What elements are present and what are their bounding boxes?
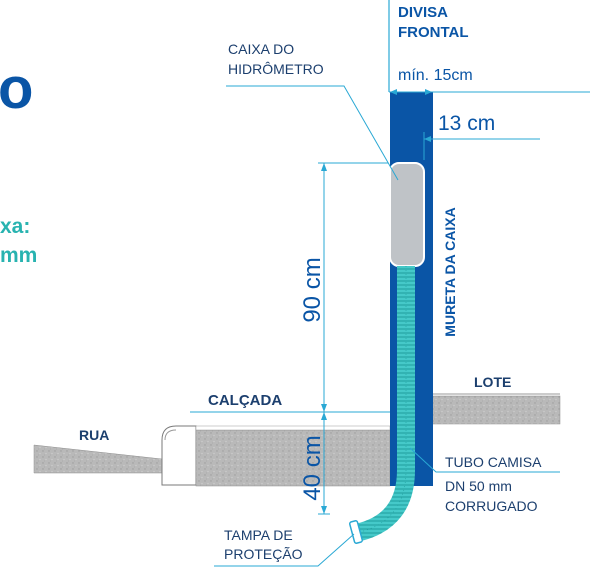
title-fragment: o <box>0 56 33 121</box>
dn-label-1: DN 50 mm <box>445 478 512 494</box>
divisa-label-2: FRONTAL <box>398 24 469 41</box>
subtitle-fragment-2: mm <box>0 244 37 267</box>
lot-ground <box>431 395 561 425</box>
dim-13-label: 13 cm <box>438 112 495 135</box>
corrugated-pipe <box>357 266 415 541</box>
tampa-label-1: TAMPA DE <box>224 527 293 543</box>
curb <box>161 425 197 486</box>
caixa-leader <box>226 85 399 181</box>
caixa-label-1: CAIXA DO <box>228 41 294 57</box>
tampa-leader <box>214 533 355 567</box>
caixa-label-2: HIDRÔMETRO <box>228 61 324 77</box>
sidewalk-slab <box>195 429 391 487</box>
street-surface <box>33 444 163 474</box>
calcada-label: CALÇADA <box>208 392 282 409</box>
dim-15-label: mín. 15cm <box>398 67 473 84</box>
dn-label-2: CORRUGADO <box>445 498 538 514</box>
subtitle-fragment-1: xa: <box>0 215 30 238</box>
mureta-label: MURETA DA CAIXA <box>442 207 458 336</box>
meter-box <box>389 162 425 267</box>
dim-90-label: 90 cm <box>299 257 326 322</box>
protective-cap <box>348 520 364 544</box>
rua-label: RUA <box>79 427 109 443</box>
tubo-label: TUBO CAMISA <box>445 454 542 470</box>
divisa-label-1: DIVISA <box>398 4 448 21</box>
tampa-label-2: PROTEÇÃO <box>224 546 303 562</box>
lote-label: LOTE <box>474 374 511 390</box>
dim-40-label: 40 cm <box>299 435 326 500</box>
tubo-leader <box>409 447 560 473</box>
